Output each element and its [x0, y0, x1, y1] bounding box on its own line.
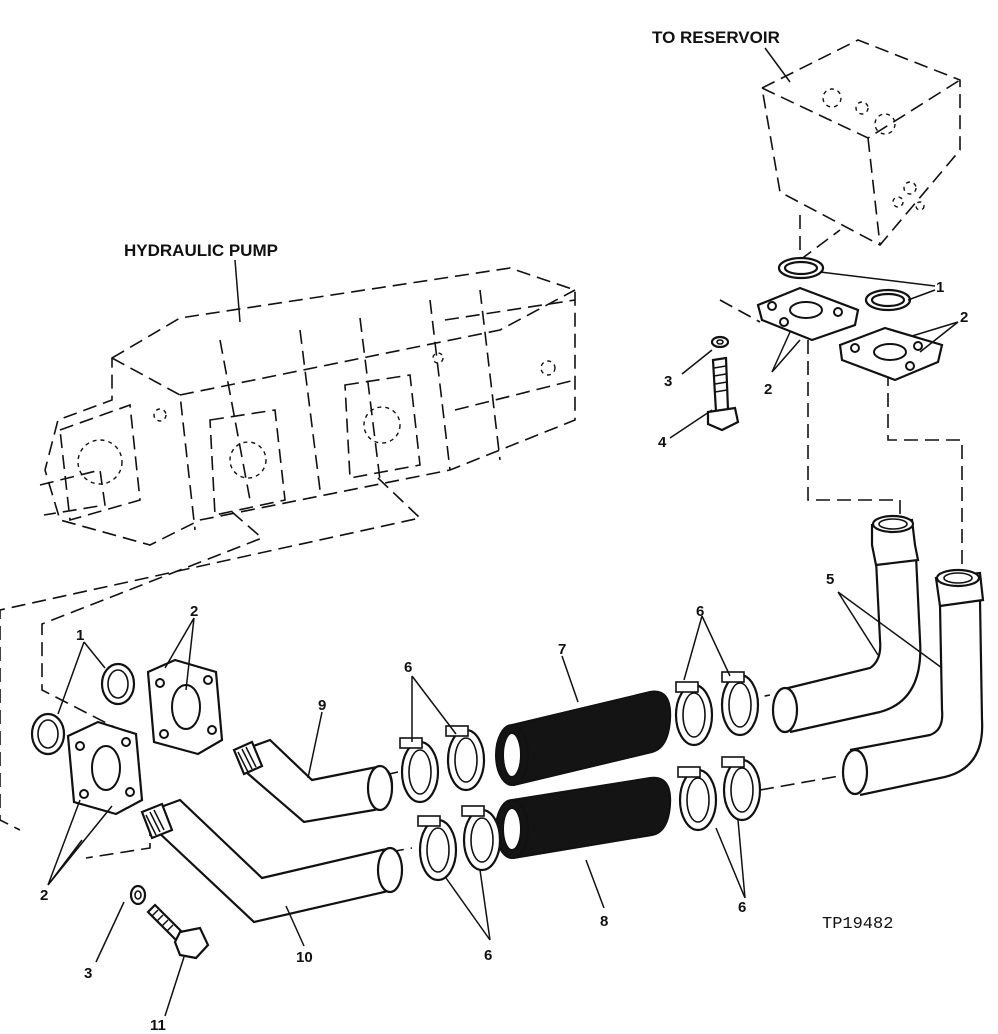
hydraulic-pump-label: HYDRAULIC PUMP	[124, 241, 278, 260]
to-reservoir-label: TO RESERVOIR	[652, 28, 780, 47]
o-ring-left-upper	[100, 662, 136, 706]
callout-10: 10	[296, 949, 313, 966]
callout-6-lower-right: 6	[738, 899, 746, 916]
bolt-bottom	[146, 903, 210, 960]
lock-washer-bottom	[129, 884, 147, 906]
callout-6-lower-left: 6	[484, 947, 492, 964]
callout-1-top: 1	[936, 279, 944, 296]
hose-clamp-lower-right-b	[721, 756, 762, 822]
callout-2-top-right: 2	[960, 309, 968, 326]
hose-clamp-upper-left-b	[445, 725, 486, 792]
reservoir	[761, 39, 961, 247]
flange-half-left-upper	[146, 658, 224, 756]
callout-1-left: 1	[76, 627, 84, 644]
callout-6-upper-left: 6	[404, 659, 412, 676]
flange-half-left-lower	[66, 720, 144, 816]
hose-clamp-lower-right-a	[677, 766, 718, 832]
callout-2-top-mid: 2	[764, 381, 772, 398]
lock-washer-top	[710, 335, 730, 349]
bent-tube-10	[140, 798, 404, 924]
callout-9: 9	[318, 697, 326, 714]
hose-clamp-lower-left-b	[461, 805, 502, 872]
bolt-top	[706, 356, 740, 432]
callout-2-left-bottom: 2	[40, 887, 48, 904]
hose-clamp-lower-left-a	[417, 815, 458, 882]
callout-8: 8	[600, 913, 608, 930]
hose-clamp-upper-right-b	[720, 671, 760, 737]
bent-tube-9	[232, 738, 394, 824]
hose-lower	[495, 776, 672, 860]
callout-3-top: 3	[664, 373, 672, 390]
callout-5: 5	[826, 571, 834, 588]
o-ring-left-lower	[30, 712, 66, 756]
hose-upper	[495, 690, 672, 787]
callout-2-left-mid: 2	[190, 603, 198, 620]
callout-7: 7	[558, 641, 566, 658]
elbow-tube-upper	[771, 514, 922, 734]
o-ring-top-2	[864, 288, 912, 312]
elbow-tube-lower	[841, 568, 985, 797]
flange-half-top-left	[756, 286, 860, 342]
callout-11: 11	[150, 1017, 166, 1034]
callout-3-bottom: 3	[84, 965, 92, 982]
hose-clamp-upper-right-a	[674, 681, 714, 747]
o-ring-top-1	[777, 256, 825, 280]
flange-half-top-right	[838, 326, 944, 382]
callout-4: 4	[658, 434, 667, 451]
hydraulic-pump	[39, 267, 576, 546]
leader-lines	[47, 47, 959, 1017]
hose-clamp-upper-left-a	[399, 737, 440, 804]
catalog-id-label: TP19482	[822, 915, 893, 934]
callout-6-upper-right: 6	[696, 603, 704, 620]
